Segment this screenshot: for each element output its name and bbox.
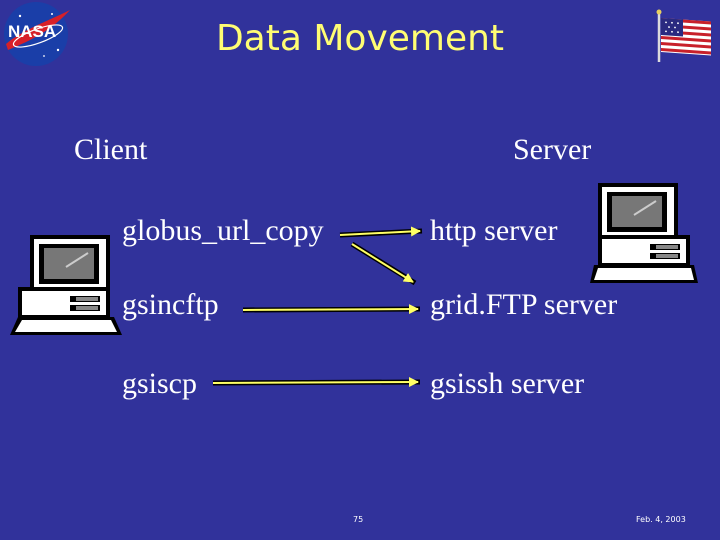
server-header: Server bbox=[513, 133, 591, 167]
footer-date: Feb. 4, 2003 bbox=[636, 515, 686, 524]
arrow-gsiscp-to-gsissh bbox=[213, 382, 420, 383]
arrow-url-copy-to-http bbox=[340, 231, 422, 235]
client-item-gsiscp: gsiscp bbox=[122, 367, 197, 401]
server-item-http-server: http server bbox=[430, 214, 557, 248]
client-item-globus-url-copy: globus_url_copy bbox=[122, 214, 324, 248]
page-number: 75 bbox=[353, 515, 363, 524]
arrow-url-copy-to-gridftp bbox=[352, 244, 415, 283]
arrow-gsincftp-to-gridftp bbox=[243, 309, 420, 310]
server-item-gsissh-server: gsissh server bbox=[430, 367, 584, 401]
page-title: Data Movement bbox=[0, 18, 720, 59]
client-header: Client bbox=[74, 133, 147, 167]
client-item-gsincftp: gsincftp bbox=[122, 288, 219, 322]
server-item-gridftp-server: grid.FTP server bbox=[430, 288, 617, 322]
